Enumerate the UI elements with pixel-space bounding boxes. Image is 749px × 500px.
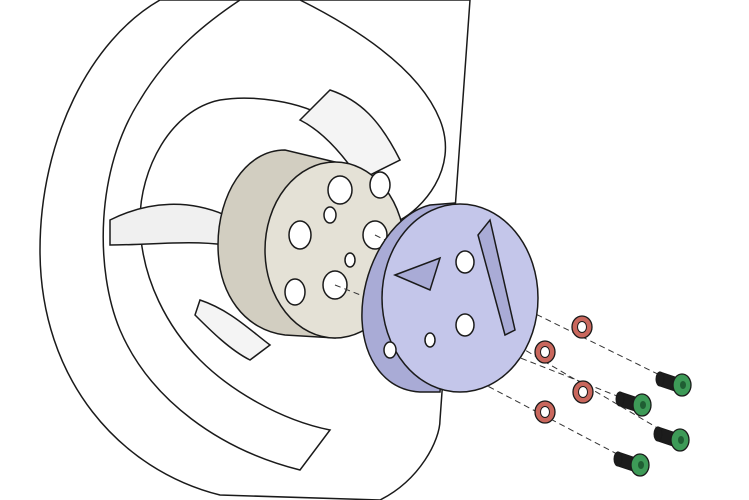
hub-boss	[217, 149, 406, 339]
washer	[534, 400, 556, 424]
wheel-spoke-upper	[298, 89, 402, 181]
screw	[613, 451, 650, 477]
screw	[653, 426, 690, 452]
adapter-plate	[361, 202, 539, 393]
adapter-face	[381, 203, 539, 393]
washer	[572, 380, 594, 404]
screws	[613, 371, 692, 477]
washer	[534, 340, 556, 364]
adapter-notch	[392, 256, 442, 292]
adapter-slot	[477, 218, 516, 337]
wheel-spoke-lower	[194, 299, 272, 361]
screw	[615, 391, 652, 417]
washers	[534, 315, 594, 424]
screw	[655, 371, 692, 397]
washer	[571, 315, 593, 339]
